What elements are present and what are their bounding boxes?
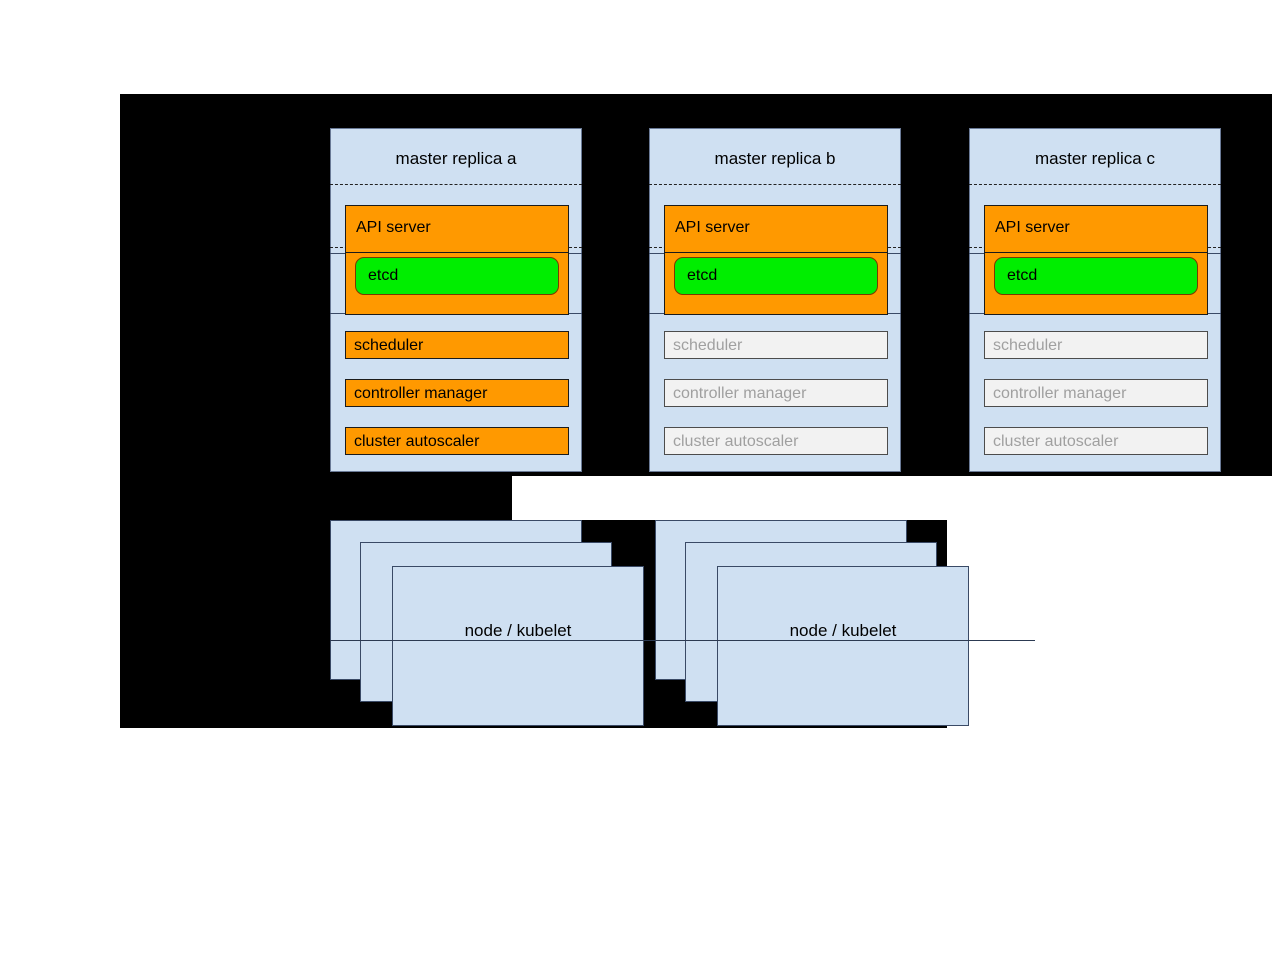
controller-manager-label: controller manager: [354, 385, 488, 402]
controller-manager-pill[interactable]: controller manager: [984, 379, 1208, 407]
etcd-box[interactable]: etcd: [994, 257, 1198, 295]
cluster-autoscaler-label: cluster autoscaler: [993, 433, 1119, 450]
node-kubelet-label: node / kubelet: [789, 621, 897, 640]
node-card-front[interactable]: node / kubelet: [392, 566, 644, 726]
cluster-autoscaler-label: cluster autoscaler: [673, 433, 799, 450]
cluster-autoscaler-pill[interactable]: cluster autoscaler: [664, 427, 888, 455]
controller-manager-pill[interactable]: controller manager: [664, 379, 888, 407]
cluster-autoscaler-label: cluster autoscaler: [354, 433, 480, 450]
etcd-box[interactable]: etcd: [674, 257, 878, 295]
control-plane-divider-top: [649, 184, 901, 185]
node-stack-rule: [330, 640, 710, 641]
replica-title: master replica a: [395, 149, 517, 168]
control-plane-divider-top: [969, 184, 1221, 185]
master-replica-b[interactable]: master replica b API server etcd schedul…: [649, 128, 901, 472]
scheduler-pill[interactable]: scheduler: [345, 331, 569, 359]
etcd-box[interactable]: etcd: [355, 257, 559, 295]
scheduler-label: scheduler: [354, 337, 424, 354]
controller-manager-label: controller manager: [993, 385, 1127, 402]
master-replica-c[interactable]: master replica c API server etcd schedul…: [969, 128, 1221, 472]
controller-manager-pill[interactable]: controller manager: [345, 379, 569, 407]
api-server-label: API server: [995, 219, 1070, 236]
cluster-autoscaler-pill[interactable]: cluster autoscaler: [984, 427, 1208, 455]
master-replica-a[interactable]: master replica a API server etcd schedul…: [330, 128, 582, 472]
controller-manager-label: controller manager: [673, 385, 807, 402]
scheduler-label: scheduler: [993, 337, 1063, 354]
node-card-front[interactable]: node / kubelet: [717, 566, 969, 726]
scheduler-pill[interactable]: scheduler: [984, 331, 1208, 359]
scheduler-label: scheduler: [673, 337, 743, 354]
etcd-label: etcd: [1007, 267, 1038, 284]
etcd-label: etcd: [368, 267, 399, 284]
node-kubelet-label: node / kubelet: [464, 621, 572, 640]
replica-title: master replica c: [1035, 149, 1155, 168]
replica-title: master replica b: [714, 149, 836, 168]
api-server-label: API server: [356, 219, 431, 236]
api-server-box[interactable]: API server: [345, 205, 569, 253]
cluster-autoscaler-pill[interactable]: cluster autoscaler: [345, 427, 569, 455]
api-server-box[interactable]: API server: [664, 205, 888, 253]
control-plane-divider-top: [330, 184, 582, 185]
etcd-label: etcd: [687, 267, 718, 284]
api-server-label: API server: [675, 219, 750, 236]
node-stack-rule: [655, 640, 1035, 641]
scheduler-pill[interactable]: scheduler: [664, 331, 888, 359]
api-server-box[interactable]: API server: [984, 205, 1208, 253]
